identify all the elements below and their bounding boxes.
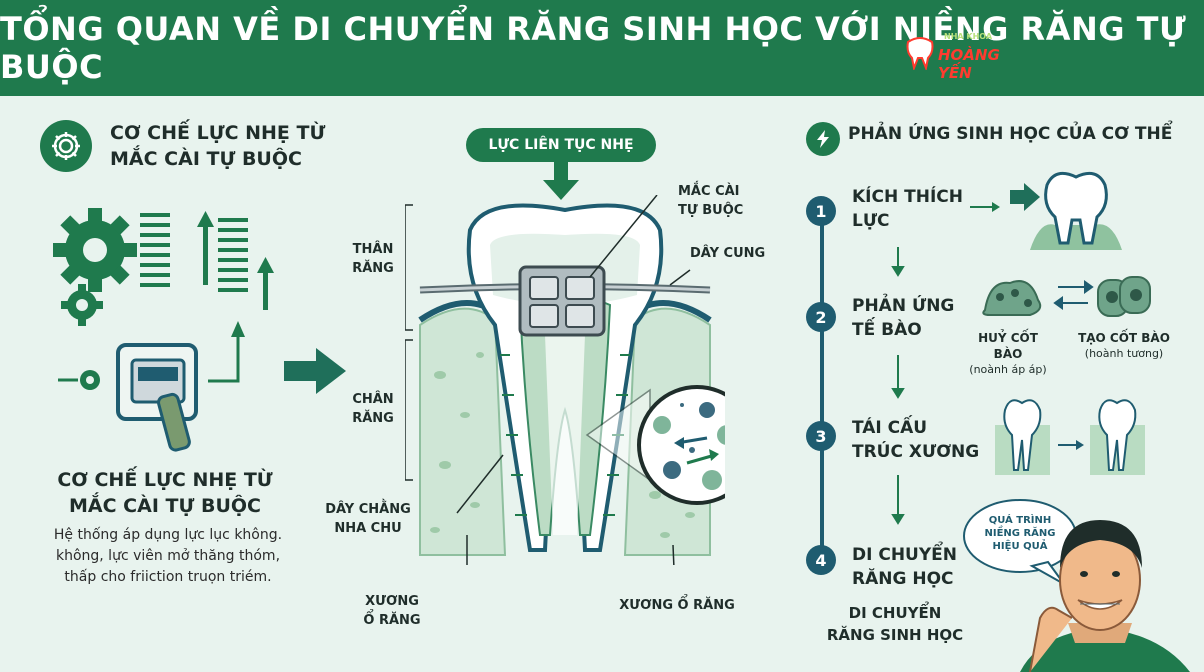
arrow-right-icon — [970, 183, 1040, 212]
osteoblast-label: TẠO CỐT BÀO (hoành tương) — [1078, 331, 1170, 360]
lightning-section-badge — [806, 122, 840, 156]
gear-section-badge — [40, 120, 92, 172]
osteoclast-label: HUỶ CỐT BÀO (noành áp áp) — [969, 331, 1047, 376]
connector-arrow — [208, 335, 240, 383]
crown-label: THÂN RĂNG — [352, 242, 394, 276]
step-2-number: 2 — [806, 302, 836, 332]
step-1-number: 1 — [806, 196, 836, 226]
right-section-title: PHẢN ỨNG SINH HỌC CỦA CƠ THỂ — [848, 124, 1173, 144]
spring-icon — [140, 213, 248, 292]
dentist-person — [963, 499, 1190, 672]
osteoclast-icon — [982, 280, 1042, 316]
bracket-mechanism-icon — [116, 343, 198, 452]
exchange-arrows — [1053, 280, 1094, 310]
mechanism-illustration — [53, 208, 274, 452]
arrow-down-icon — [891, 247, 905, 525]
clinic-logo: NHA KHOA HOÀNG YẾN — [904, 30, 1034, 82]
tooth-cross-section — [405, 195, 725, 565]
remodeling-teeth-icon — [995, 399, 1145, 475]
root-label: CHÂN RĂNG — [352, 392, 394, 426]
header-banner: TỔNG QUAN VỀ DI CHUYỂN RĂNG SINH HỌC VỚI… — [0, 0, 1204, 96]
step-1-label: KÍCH THÍCH LỰC — [852, 187, 963, 231]
arrow-down-icon — [543, 162, 579, 200]
step-4-label: DI CHUYỂN RĂNG HỌC — [852, 545, 958, 589]
step-2-label: PHẢN ỨNG TẾ BÀO — [852, 296, 955, 340]
label-leader-lines — [405, 195, 691, 565]
logo-main-text: HOÀNG YẾN — [938, 46, 1000, 82]
person-icon — [1020, 520, 1190, 672]
arrow-up-icon — [197, 211, 274, 310]
left-summary-title: CƠ CHẾ LỰC NHẸ TỪ MẮC CÀI TỰ BUỘC — [57, 469, 273, 517]
small-gear-left-icon — [80, 370, 100, 390]
tooth-icon — [1030, 171, 1122, 250]
biology-illustrations — [891, 171, 1151, 525]
tooth-logo-icon — [906, 37, 934, 70]
ligament-label: DÂY CHẰNG NHA CHU — [325, 502, 411, 536]
lightning-icon — [817, 130, 829, 148]
page-title: TỔNG QUAN VỀ DI CHUYỂN RĂNG SINH HỌC VỚI… — [0, 10, 1187, 86]
gear-icon — [52, 132, 80, 160]
small-gear-icon — [61, 284, 103, 326]
bone-left-label: XƯƠNG Ổ RĂNG — [363, 594, 421, 628]
bone-right-label: XƯƠNG Ổ RĂNG — [619, 598, 735, 613]
archwire-label: DÂY CUNG — [690, 246, 766, 261]
step-4-number: 4 — [806, 545, 836, 575]
step-3-label: TÁI CẤU TRÚC XƯƠNG — [852, 418, 980, 462]
logo-small-text: NHA KHOA — [944, 32, 993, 41]
arrow-right-icon — [284, 348, 346, 394]
large-gear-icon — [53, 208, 137, 292]
step-3-number: 3 — [806, 421, 836, 451]
self-ligating-bracket — [518, 265, 606, 337]
bubble-text: QUÁ TRÌNH NIỀNG RĂNG HIỆU QUẢ — [984, 515, 1056, 552]
bottom-caption: DI CHUYỂN RĂNG SINH HỌC — [826, 604, 964, 644]
force-pill-label: LỰC LIÊN TỤC NHẸ — [466, 128, 656, 162]
left-description: Hệ thống áp dụng lực lục không. không, l… — [53, 527, 283, 585]
left-section-title: CƠ CHẾ LỰC NHẸ TỪ MẮC CÀI TỰ BUỘC — [110, 122, 326, 170]
osteoblast-icon — [1097, 276, 1151, 317]
magnified-cells — [585, 385, 725, 505]
timeline-line — [820, 200, 824, 560]
bracket-label: MẮC CÀI TỰ BUỘC — [678, 184, 744, 218]
